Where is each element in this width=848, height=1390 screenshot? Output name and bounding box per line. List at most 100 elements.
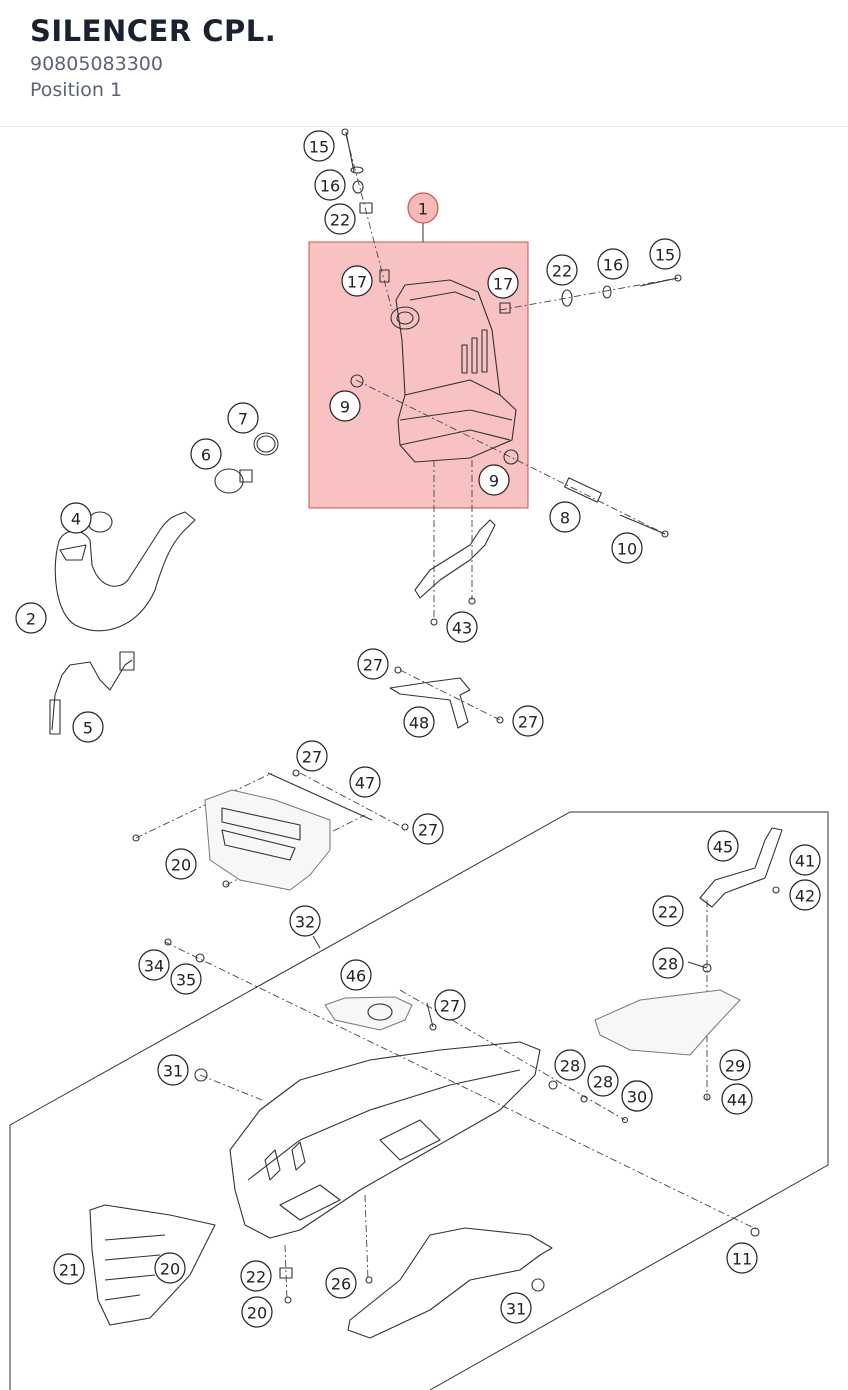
sensor-plug (119, 651, 135, 671)
callout-27[interactable]: 27 (296, 740, 328, 772)
washer-35 (195, 953, 205, 963)
callout-27[interactable]: 27 (512, 705, 544, 737)
callout-48[interactable]: 48 (403, 706, 435, 738)
callout-20[interactable]: 20 (241, 1296, 273, 1328)
callout-number: 43 (452, 619, 472, 638)
gasket-7-inner (256, 435, 276, 453)
axis-line (164, 941, 759, 1231)
callout-27[interactable]: 27 (412, 813, 444, 845)
callout-number: 22 (658, 903, 678, 922)
callout-26[interactable]: 26 (325, 1267, 357, 1299)
washer-28 (548, 1080, 558, 1090)
callout-2[interactable]: 2 (15, 602, 47, 634)
callout-11[interactable]: 11 (726, 1242, 758, 1274)
position-label: Position 1 (30, 79, 123, 101)
callout-1[interactable]: 1 (407, 192, 439, 224)
callout-27[interactable]: 27 (434, 989, 466, 1021)
callout-20[interactable]: 20 (154, 1252, 186, 1284)
axis-line (355, 379, 666, 535)
air-guide-slat (104, 1294, 141, 1301)
callout-15[interactable]: 15 (303, 130, 335, 162)
callout-number: 4 (71, 510, 81, 529)
callout-circle (554, 1049, 586, 1081)
callout-22[interactable]: 22 (240, 1260, 272, 1292)
callout-circle (190, 438, 222, 470)
screw-44 (703, 1093, 711, 1101)
callout-circle (412, 813, 444, 845)
callout-46[interactable]: 46 (340, 959, 372, 991)
callout-29[interactable]: 29 (719, 1049, 751, 1081)
callout-circle (549, 501, 581, 533)
part-number: 90805083300 (30, 53, 163, 75)
callout-35[interactable]: 35 (170, 963, 202, 995)
callout-4[interactable]: 4 (60, 502, 92, 534)
callout-circle (165, 848, 197, 880)
callout-30[interactable]: 30 (621, 1080, 653, 1112)
callout-43[interactable]: 43 (446, 611, 478, 643)
callout-21[interactable]: 21 (53, 1253, 85, 1285)
axis-line (399, 669, 501, 721)
callout-circle (446, 611, 478, 643)
callout-31[interactable]: 31 (157, 1054, 189, 1086)
bracket-48 (389, 677, 471, 729)
axis-line (135, 772, 273, 839)
callout-circle (357, 648, 389, 680)
axis-line (299, 772, 401, 827)
callout-circle (138, 949, 170, 981)
callout-42[interactable]: 42 (789, 879, 821, 911)
callout-28[interactable]: 28 (587, 1065, 619, 1097)
callout-circle (512, 705, 544, 737)
callout-circle (789, 844, 821, 876)
callout-31[interactable]: 31 (500, 1292, 532, 1324)
callout-number: 20 (247, 1304, 267, 1323)
callout-10[interactable]: 10 (611, 532, 643, 564)
callout-circle (652, 947, 684, 979)
callout-9[interactable]: 9 (329, 390, 361, 422)
callout-7[interactable]: 7 (227, 402, 259, 434)
screw-42 (772, 886, 780, 894)
callout-17[interactable]: 17 (341, 265, 373, 297)
screw-20 (284, 1296, 292, 1304)
callout-16[interactable]: 16 (314, 169, 346, 201)
callout-44[interactable]: 44 (721, 1083, 753, 1115)
callout-6[interactable]: 6 (190, 438, 222, 470)
callout-41[interactable]: 41 (789, 844, 821, 876)
callout-5[interactable]: 5 (72, 711, 104, 743)
callout-circle (340, 959, 372, 991)
page-title: SILENCER CPL. (30, 14, 277, 48)
callout-16[interactable]: 16 (597, 248, 629, 280)
callout-number: 7 (238, 410, 248, 429)
callout-number: 42 (795, 887, 815, 906)
callout-47[interactable]: 47 (349, 766, 381, 798)
callout-9[interactable]: 9 (478, 464, 510, 496)
callout-20[interactable]: 20 (165, 848, 197, 880)
callout-17[interactable]: 17 (487, 267, 519, 299)
callout-8[interactable]: 8 (549, 501, 581, 533)
header: SILENCER CPL. 90805083300 Position 1 (0, 0, 848, 127)
screw-27 (292, 769, 300, 777)
callout-22[interactable]: 22 (652, 895, 684, 927)
callout-number: 30 (627, 1088, 647, 1107)
callout-circle (587, 1065, 619, 1097)
callout-22[interactable]: 22 (324, 203, 356, 235)
screw-20 (132, 834, 140, 842)
callout-circle (324, 203, 356, 235)
axis-line (345, 134, 393, 311)
callout-circle (721, 1083, 753, 1115)
screw (430, 618, 438, 626)
callout-45[interactable]: 45 (707, 830, 739, 862)
callout-15[interactable]: 15 (649, 238, 681, 270)
callout-leader-28 (687, 961, 708, 969)
callout-number: 9 (489, 472, 499, 491)
callout-28[interactable]: 28 (652, 947, 684, 979)
callout-circle (227, 402, 259, 434)
callout-22[interactable]: 22 (546, 254, 578, 286)
callout-circle (15, 602, 47, 634)
callout-34[interactable]: 34 (138, 949, 170, 981)
sensor-tip (49, 699, 61, 735)
callout-28[interactable]: 28 (554, 1049, 586, 1081)
callout-27[interactable]: 27 (357, 648, 389, 680)
top-fasteners (341, 128, 682, 538)
nut-22 (279, 1267, 293, 1279)
callout-32[interactable]: 32 (289, 905, 321, 937)
